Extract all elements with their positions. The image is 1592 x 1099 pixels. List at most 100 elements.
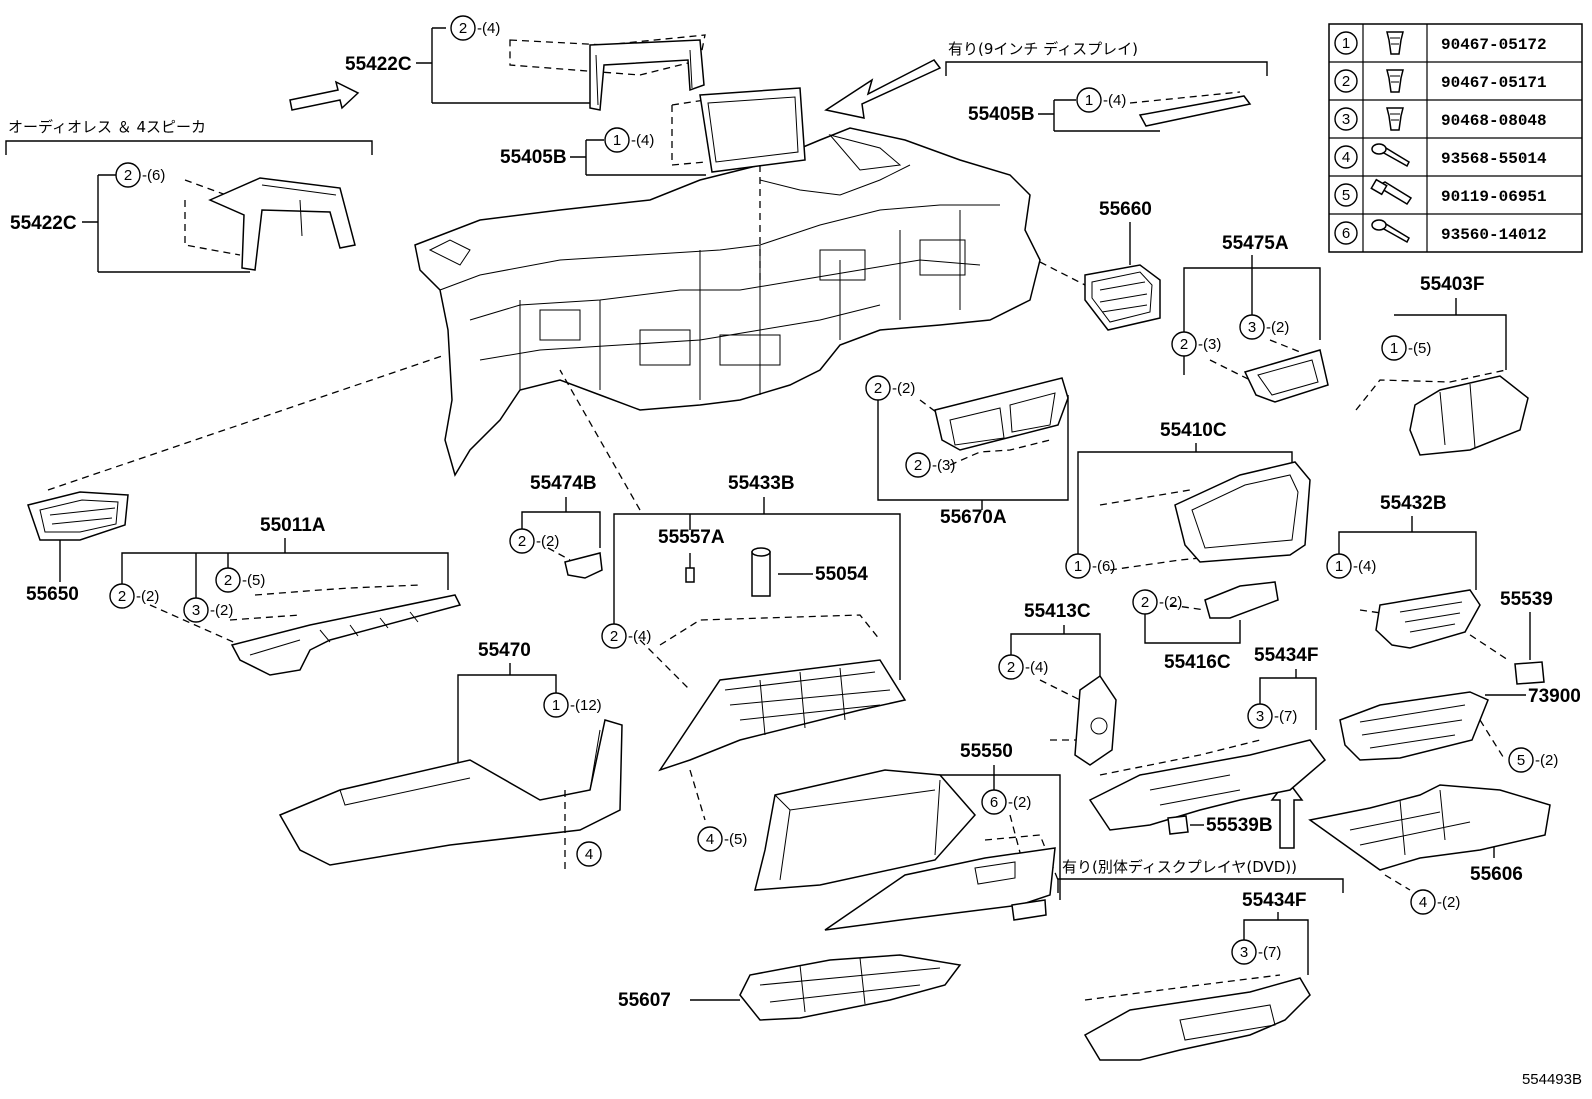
part-number-label: 55405B — [968, 104, 1035, 125]
callout-circle: 3 -(2) — [183, 597, 233, 623]
svg-text:-(2): -(2) — [1266, 319, 1289, 336]
part-55422c-top: 55422C 2 -(4) — [345, 15, 706, 111]
svg-text:93560-14012: 93560-14012 — [1441, 226, 1547, 244]
part-number-label: 55433B — [728, 473, 795, 494]
callout-circle: 2 -(4) — [450, 15, 500, 41]
callout-circle: 4 — [576, 841, 602, 867]
callout-circle: 6 -(2) — [981, 789, 1031, 815]
svg-text:-(4): -(4) — [1353, 558, 1376, 575]
svg-text:-(7): -(7) — [1258, 944, 1281, 961]
part-55433b: 55433B 55557A 55054 2 -(4) — [559, 369, 907, 772]
callout-circle: 2 -(6) — [115, 162, 165, 188]
svg-text:2: 2 — [1180, 336, 1188, 353]
part-number-label: 55607 — [618, 990, 671, 1011]
part-73900: 73900 5 -(2) — [1339, 686, 1581, 773]
bolt-icon — [1370, 178, 1413, 206]
part-55422c-left: 55422C 2 -(6) — [10, 162, 356, 273]
svg-text:-(5): -(5) — [724, 831, 747, 848]
callout-circle: 1 -(4) — [604, 127, 654, 153]
part-number-label: 55434F — [1242, 890, 1306, 911]
callout-circle: 1 -(4) — [1326, 553, 1376, 579]
svg-text:-(3): -(3) — [932, 457, 955, 474]
callout-circle: 3 -(7) — [1231, 939, 1281, 965]
part-number-label: 55550 — [960, 741, 1013, 762]
svg-text:2: 2 — [224, 572, 232, 589]
part-number-label: 55606 — [1470, 864, 1523, 885]
svg-text:-(5): -(5) — [242, 572, 265, 589]
svg-text:6: 6 — [990, 794, 998, 811]
svg-text:4: 4 — [1419, 894, 1427, 911]
note-dvd-text: 有り(別体ディスクプレイヤ(DVD)) — [1062, 858, 1297, 876]
svg-text:3: 3 — [1240, 944, 1248, 961]
svg-text:-(2): -(2) — [1437, 894, 1460, 911]
svg-text:-(3): -(3) — [1198, 336, 1221, 353]
svg-text:-(2): -(2) — [892, 380, 915, 397]
svg-text:-(7): -(7) — [1274, 708, 1297, 725]
svg-text:3: 3 — [192, 602, 200, 619]
callout-circle: 3 -(2) — [1239, 314, 1289, 340]
part-55660: 55660 — [1039, 199, 1161, 331]
part-number-label: 55650 — [26, 584, 79, 605]
callout-circle: 1 -(12) — [543, 692, 602, 718]
svg-text:-(2): -(2) — [536, 533, 559, 550]
part-55607: 55607 — [618, 954, 962, 1021]
part-55670a: 55670A 2 -(2) 2 -(3) — [865, 375, 1069, 528]
arrow-right-icon — [289, 80, 360, 111]
part-number-label: 55470 — [478, 640, 531, 661]
screw-icon — [1371, 143, 1410, 168]
svg-text:-(2): -(2) — [210, 602, 233, 619]
callout-circle: 1 -(6) — [1065, 553, 1115, 579]
svg-text:5: 5 — [1342, 187, 1350, 204]
callout-circle: 2 -(3) — [1171, 331, 1221, 357]
part-number-label: 73900 — [1528, 686, 1581, 707]
svg-text:-(2): -(2) — [1008, 794, 1031, 811]
clip-icon — [1386, 69, 1404, 93]
callout-circle: 2 -(2) — [1132, 589, 1182, 615]
svg-text:-(4): -(4) — [628, 628, 651, 645]
fastener-row: 2 90467-05171 — [1334, 69, 1547, 93]
part-55432b: 55432B 1 -(4) 55539 — [1326, 493, 1553, 685]
svg-text:4: 4 — [706, 831, 714, 848]
part-number-label: 55539B — [1206, 815, 1273, 836]
svg-text:2: 2 — [459, 20, 467, 37]
note-audio-less: オーディオレス ＆ 4スピーカ — [5, 118, 373, 155]
note-audio-less-text: オーディオレス ＆ 4スピーカ — [8, 118, 206, 136]
svg-text:2: 2 — [610, 628, 618, 645]
callout-circle: 2 -(2) — [865, 375, 915, 401]
svg-text:3: 3 — [1248, 319, 1256, 336]
svg-text:90119-06951: 90119-06951 — [1441, 188, 1547, 206]
part-55410c: 55410C 1 -(6) — [1065, 420, 1311, 579]
part-55413c: 55413C 2 -(4) — [998, 601, 1117, 766]
svg-text:-(4): -(4) — [1103, 92, 1126, 109]
svg-text:2: 2 — [1007, 659, 1015, 676]
svg-text:6: 6 — [1342, 225, 1350, 242]
part-55416c: 55416C 2 -(2) — [1132, 581, 1279, 673]
callout-circle: 5 -(2) — [1508, 747, 1558, 773]
svg-text:1: 1 — [1342, 35, 1350, 52]
part-number-label: 55539 — [1500, 589, 1553, 610]
svg-text:3: 3 — [1256, 708, 1264, 725]
part-55403f: 55403F 1 -(5) — [1355, 274, 1529, 456]
part-55405b-right: 55405B 1 -(4) — [968, 87, 1252, 132]
part-number-label: 55054 — [815, 564, 868, 585]
svg-text:90467-05172: 90467-05172 — [1441, 36, 1547, 54]
part-55650: 55650 — [26, 354, 446, 605]
svg-text:1: 1 — [1335, 558, 1343, 575]
note-dvd: 有り(別体ディスクプレイヤ(DVD)) — [1057, 858, 1344, 893]
svg-text:-(6): -(6) — [1092, 558, 1115, 575]
svg-text:90467-05171: 90467-05171 — [1441, 74, 1547, 92]
fastener-row: 3 90468-08048 — [1334, 107, 1547, 131]
svg-text:2: 2 — [914, 457, 922, 474]
svg-text:-(2): -(2) — [1535, 752, 1558, 769]
svg-text:-(5): -(5) — [1408, 340, 1431, 357]
svg-text:-(2): -(2) — [1159, 594, 1182, 611]
svg-text:-(4): -(4) — [631, 132, 654, 149]
part-number-label: 55410C — [1160, 420, 1227, 441]
part-55470: 55470 1 -(12) 4 — [278, 640, 623, 870]
part-number-label: 55416C — [1164, 652, 1231, 673]
callout-circle: 2 -(2) — [509, 528, 559, 554]
svg-text:2: 2 — [874, 380, 882, 397]
part-number-label: 55011A — [260, 515, 326, 536]
part-55405b-center: 55405B 1 -(4) — [500, 87, 806, 280]
